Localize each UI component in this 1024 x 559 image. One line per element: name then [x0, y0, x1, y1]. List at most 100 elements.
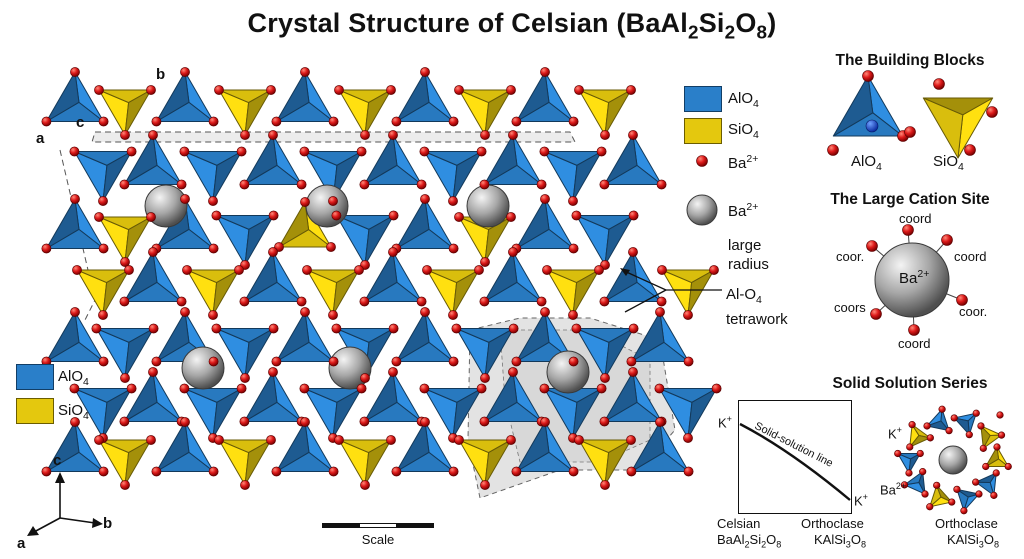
tetrahedron-face: [572, 269, 600, 316]
tetrahedron-face: [908, 453, 921, 474]
oxygen-atom: [360, 373, 370, 383]
legend-label-sio4: SiO4: [728, 121, 759, 141]
oxygen-atom: [599, 416, 610, 427]
tetrahedron-face: [243, 251, 278, 302]
oxygen-atom: [360, 480, 370, 490]
oxygen-atom: [511, 116, 522, 127]
oxygen-atom: [540, 67, 550, 77]
oxygen-atom: [151, 116, 162, 127]
axis-arrowhead-b: [92, 518, 103, 528]
oxygen-atom: [933, 78, 945, 90]
oxygen-atom: [479, 416, 490, 427]
tetrahedron-face: [332, 388, 363, 439]
sio4-tetrahedron: [218, 439, 272, 486]
alo4-tetrahedron: [303, 151, 363, 202]
alo4-tetrahedron: [515, 421, 575, 472]
alo4-tetrahedron: [455, 328, 515, 379]
oxygen-atom: [600, 130, 610, 140]
oxygen-atom: [419, 383, 430, 394]
oxygen-atom: [271, 466, 282, 477]
oxygen-atom: [933, 481, 941, 489]
inset-alo4-tetrahedron: [926, 408, 950, 432]
oxygen-atom: [568, 243, 579, 254]
alo4-tetrahedron: [543, 151, 603, 202]
oxygen-atom: [454, 212, 464, 222]
tetrahedron-face: [102, 269, 130, 316]
alo4-tetrahedron: [73, 388, 133, 439]
alo4-tetrahedron: [45, 311, 105, 362]
left-legend-label-sio4: SiO4: [58, 402, 89, 422]
oxygen-atom: [240, 373, 250, 383]
oxygen-atom: [70, 417, 80, 427]
oxygen-atom: [454, 435, 464, 445]
left-legend-swatch-sio4: [16, 398, 54, 424]
oxygen-atom: [211, 210, 222, 221]
oxygen-atom: [941, 234, 953, 246]
tetrahedron-face: [975, 472, 997, 483]
oxygen-atom: [448, 116, 459, 127]
alo4-tetrahedron: [395, 421, 455, 472]
building-block-sio4: [922, 97, 994, 159]
oxygen-atom: [420, 417, 430, 427]
oxygen-atom: [356, 146, 367, 157]
oxygen-atom: [568, 196, 578, 206]
oxygen-atom: [474, 265, 484, 275]
oxygen-atom: [508, 323, 519, 334]
oxygen-atom: [239, 179, 250, 190]
tetrahedron-face: [363, 371, 398, 422]
alo4-tetrahedron: [630, 311, 690, 362]
legend-label-ba-large: Ba2+: [728, 201, 759, 220]
tetrahedron-face: [395, 71, 430, 122]
tetrahedron-face: [124, 89, 152, 136]
barium-atom: [466, 184, 510, 228]
oxygen-atom: [72, 265, 82, 275]
legend-swatch-sio4: [684, 118, 722, 144]
tetrahedron-face: [687, 269, 715, 316]
alo4-tetrahedron: [155, 421, 215, 472]
oxygen-atom: [234, 265, 244, 275]
oxygen-atom: [94, 212, 104, 222]
oxygen-atom: [214, 85, 224, 95]
alo4-tetrahedron: [215, 215, 275, 266]
alo4-tetrahedron: [395, 311, 455, 362]
oxygen-atom: [480, 480, 490, 490]
oxygen-atom: [953, 485, 961, 493]
oxygen-atom: [972, 478, 980, 486]
oxygen-atom: [511, 356, 522, 367]
scale-label: Scale: [361, 532, 395, 547]
oxygen-atom: [964, 144, 976, 156]
oxygen-atom: [539, 146, 550, 157]
oxygen-atom: [268, 210, 279, 221]
oxygen-atom: [70, 67, 80, 77]
oxygen-atom: [479, 179, 490, 190]
oxygen-atom: [536, 179, 547, 190]
axis-arrowhead-c: [55, 472, 65, 483]
oxygen-atom: [696, 155, 708, 167]
left-legend-label-alo4: AlO4: [58, 368, 89, 388]
oxygen-atom: [180, 307, 190, 317]
oxygen-atom: [938, 405, 946, 413]
barium-atom: [305, 184, 349, 228]
tetrahedron-face: [123, 134, 158, 185]
oxygen-atom: [596, 383, 607, 394]
oxygen-atom: [655, 307, 665, 317]
oxygen-atom: [628, 323, 639, 334]
inset-sio4-tetrahedron: [909, 424, 931, 448]
tetrawork-pointer-lower: [624, 289, 667, 313]
tetrahedron-face: [604, 89, 632, 136]
oxygen-atom: [69, 146, 80, 157]
oxygen-atom: [94, 85, 104, 95]
coord-label-bottom: coord: [898, 336, 931, 351]
oxygen-atom: [391, 356, 402, 367]
inset-alo4-tetrahedron: [953, 412, 977, 436]
tetrahedron-face: [918, 471, 926, 495]
oxygen-atom: [709, 265, 719, 275]
oxygen-atom: [448, 243, 459, 254]
tetrahedron-face: [102, 388, 133, 439]
oxygen-atom: [656, 179, 667, 190]
oxygen-atom: [542, 265, 552, 275]
alo4-tetrahedron: [123, 134, 183, 185]
oxygen-atom: [70, 194, 80, 204]
oxygen-atom: [126, 383, 137, 394]
